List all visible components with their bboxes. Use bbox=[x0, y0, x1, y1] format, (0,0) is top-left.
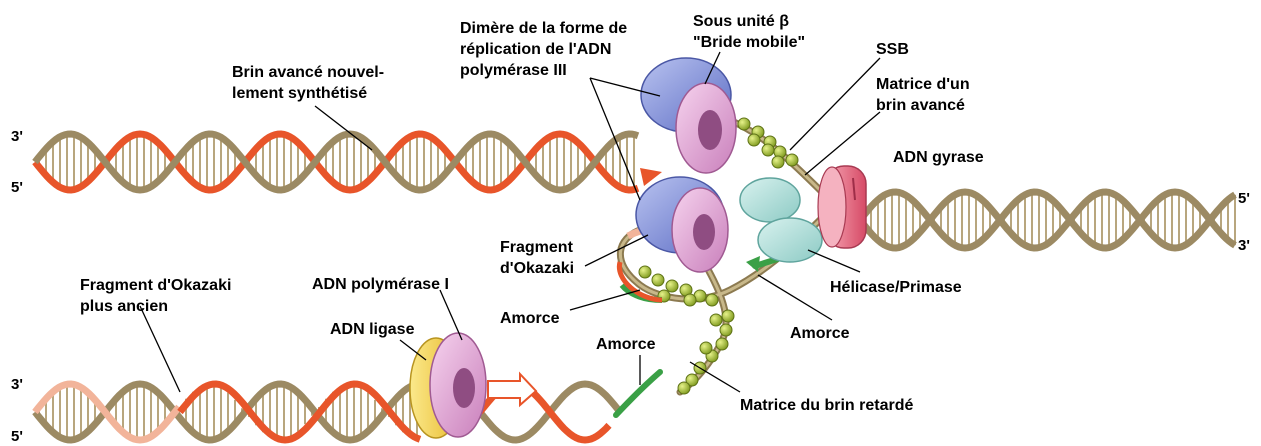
top-leading-duplex bbox=[35, 134, 638, 190]
label-brin-avance: Brin avancé nouvel- lement synthétisé bbox=[232, 64, 389, 102]
beta-clamp-top bbox=[676, 83, 736, 173]
ssb-bead bbox=[772, 156, 784, 168]
ssb-bead bbox=[684, 294, 696, 306]
label-amorce-low: Amorce bbox=[596, 336, 656, 353]
ssb-bead bbox=[710, 314, 722, 326]
label-adn-ligase: ADN ligase bbox=[330, 321, 415, 338]
end-top-left-5: 5' bbox=[11, 179, 23, 196]
beta-clamp-bottom bbox=[672, 188, 728, 272]
end-right-3: 3' bbox=[1238, 237, 1250, 254]
ssb-bead bbox=[652, 274, 664, 286]
label-amorce-right: Amorce bbox=[790, 325, 850, 342]
label-fragment-okazaki: Fragment d'Okazaki bbox=[500, 239, 577, 277]
label-dimere-pol3: Dimère de la forme de réplication de l'A… bbox=[460, 20, 632, 79]
ssb-bead bbox=[762, 144, 774, 156]
label-matrice-avance: Matrice d'un brin avancé bbox=[876, 76, 974, 114]
dna-polymerase-i bbox=[430, 333, 486, 437]
label-fragment-ancien: Fragment d'Okazaki plus ancien bbox=[80, 277, 236, 315]
ssb-bead bbox=[700, 342, 712, 354]
ssb-bead bbox=[678, 382, 690, 394]
end-right-5: 5' bbox=[1238, 190, 1250, 207]
dna-gyrase bbox=[818, 166, 866, 248]
ssb-bead bbox=[738, 118, 750, 130]
label-helicase-primase: Hélicase/Primase bbox=[830, 279, 962, 296]
ssb-bead bbox=[716, 338, 728, 350]
label-amorce-mid: Amorce bbox=[500, 310, 560, 327]
primer-low bbox=[616, 372, 660, 415]
end-bottom-left-3: 3' bbox=[11, 376, 23, 393]
label-adn-gyrase: ADN gyrase bbox=[893, 149, 984, 166]
label-matrice-retarde: Matrice du brin retardé bbox=[740, 397, 913, 414]
label-sous-unite-beta: Sous unité β "Bride mobile" bbox=[693, 13, 805, 51]
end-top-left-3: 3' bbox=[11, 128, 23, 145]
ssb-bead bbox=[639, 266, 651, 278]
pol1-arrow-icon bbox=[488, 374, 536, 405]
label-ssb: SSB bbox=[876, 41, 909, 58]
ssb-bead bbox=[748, 134, 760, 146]
primer-arrow-icon bbox=[746, 256, 760, 272]
ssb-bead bbox=[666, 280, 678, 292]
ssb-bead bbox=[706, 294, 718, 306]
ssb-bead bbox=[722, 310, 734, 322]
label-adn-polymerase-i: ADN polymérase I bbox=[312, 276, 449, 293]
parental-duplex bbox=[860, 192, 1235, 248]
end-bottom-left-5: 5' bbox=[11, 428, 23, 445]
ssb-bead bbox=[786, 154, 798, 166]
ssb-bead bbox=[720, 324, 732, 336]
helicase-primase bbox=[740, 178, 822, 262]
